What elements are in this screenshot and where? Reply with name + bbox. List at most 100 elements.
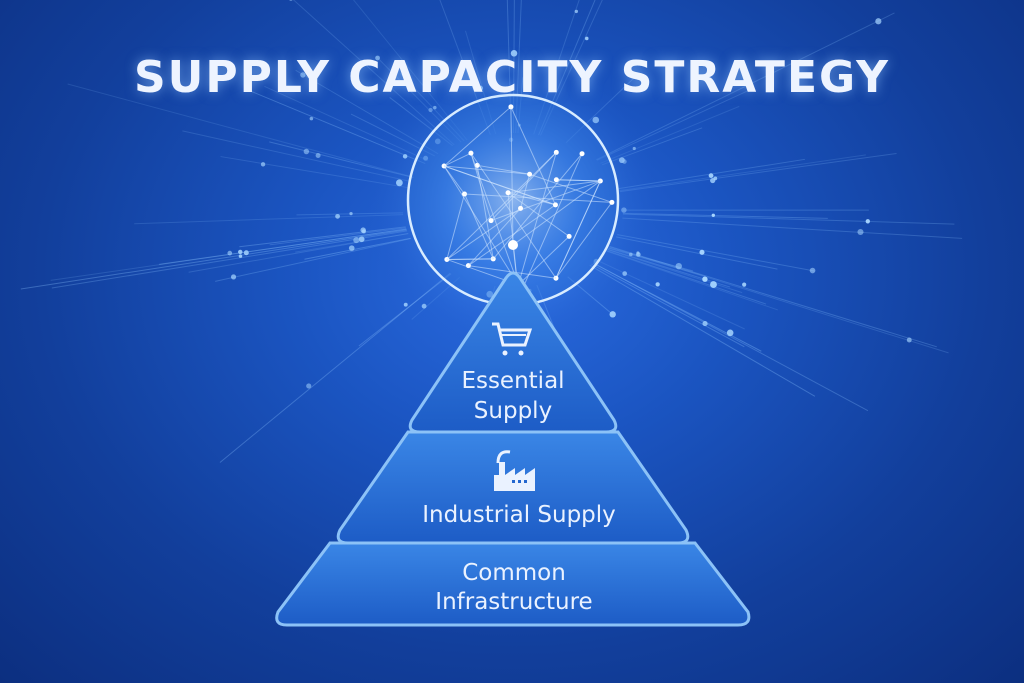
network-dot bbox=[655, 282, 660, 287]
globe-node bbox=[552, 202, 558, 208]
tier-bottom bbox=[275, 541, 751, 627]
network-dot bbox=[702, 276, 708, 282]
ray-line bbox=[622, 213, 955, 225]
ray-line bbox=[159, 228, 407, 265]
network-dot bbox=[584, 36, 589, 41]
ray-line bbox=[67, 83, 414, 178]
globe-mesh-line bbox=[477, 164, 530, 175]
globe-mesh-line bbox=[510, 106, 556, 206]
globe-mesh-line bbox=[520, 174, 531, 209]
network-dot bbox=[710, 281, 717, 288]
network-dot bbox=[306, 383, 312, 389]
network-dot bbox=[708, 173, 714, 178]
globe-mesh-line bbox=[510, 106, 514, 246]
network-dot bbox=[675, 262, 682, 270]
ray-line bbox=[134, 214, 404, 225]
network-dot bbox=[865, 219, 870, 224]
network-dot bbox=[742, 282, 747, 287]
tier-middle-label: Industrial Supply bbox=[422, 502, 616, 528]
globe-mesh-line bbox=[476, 165, 494, 260]
network-dot bbox=[243, 250, 249, 256]
globe-node bbox=[566, 233, 572, 239]
factory-icon bbox=[494, 450, 535, 491]
tier-bottom-label-line2: Infrastructure bbox=[435, 589, 592, 615]
network-dot bbox=[711, 213, 715, 217]
globe-node bbox=[527, 171, 533, 177]
network-dot bbox=[230, 274, 237, 280]
globe-mesh-line bbox=[444, 165, 530, 175]
network-dot bbox=[574, 9, 579, 14]
network-dot bbox=[857, 228, 864, 236]
page-title: SUPPLY CAPACITY STRATEGY bbox=[133, 52, 891, 103]
network-dot bbox=[358, 236, 365, 243]
network-dot bbox=[699, 249, 705, 255]
globe-mesh-line bbox=[446, 152, 557, 260]
globe-mesh-line bbox=[490, 152, 557, 221]
globe-mesh-line bbox=[470, 152, 519, 285]
globe-mesh-line bbox=[470, 152, 492, 221]
globe-mesh-line bbox=[507, 180, 601, 194]
network-dot bbox=[375, 55, 380, 61]
globe-node bbox=[488, 218, 494, 224]
ray-line bbox=[592, 262, 869, 412]
network-dot bbox=[227, 250, 233, 256]
globe-node bbox=[505, 190, 511, 196]
network-dot bbox=[906, 337, 912, 343]
ray-line bbox=[20, 229, 407, 290]
ray-line bbox=[619, 152, 897, 193]
network-dot bbox=[726, 329, 734, 337]
globe-mesh-line bbox=[490, 180, 601, 222]
network-dot bbox=[300, 72, 306, 78]
globe-mesh-line bbox=[517, 152, 557, 285]
network-dot bbox=[353, 237, 360, 244]
network-dot bbox=[238, 249, 243, 255]
globe-mesh-line bbox=[512, 180, 601, 246]
globe-node bbox=[553, 177, 559, 183]
globe-mesh-line bbox=[468, 204, 556, 267]
globe-mesh-line bbox=[443, 165, 519, 286]
ray-line bbox=[609, 246, 937, 348]
network-dot bbox=[309, 116, 314, 121]
network-dot bbox=[238, 254, 243, 258]
ray-line bbox=[51, 230, 408, 289]
globe-mesh-line bbox=[492, 153, 583, 260]
ray-line bbox=[609, 246, 949, 354]
shopping-cart-icon bbox=[492, 322, 533, 356]
tier-top bbox=[408, 271, 618, 434]
network-dot bbox=[349, 212, 353, 216]
tier-bottom-label-line1: Common bbox=[462, 560, 566, 586]
network-dot bbox=[289, 0, 293, 1]
globe-mesh-line bbox=[507, 192, 556, 206]
globe-mesh-line bbox=[467, 208, 521, 266]
globe-mesh-line bbox=[446, 193, 466, 260]
globe-node bbox=[508, 240, 518, 250]
network-dot bbox=[303, 148, 310, 155]
globe-mesh-line bbox=[446, 207, 521, 260]
network-dot bbox=[875, 18, 882, 25]
network-dot bbox=[315, 153, 321, 158]
network-dot bbox=[702, 321, 708, 327]
network-dot bbox=[348, 245, 355, 251]
tier-top-label-line2: Supply bbox=[474, 398, 552, 424]
globe-node bbox=[518, 205, 524, 211]
globe-mesh-line bbox=[518, 153, 583, 298]
globe-icon bbox=[406, 93, 620, 307]
globe-mesh-line bbox=[443, 165, 556, 206]
network-dot bbox=[360, 227, 366, 233]
network-dot bbox=[809, 267, 816, 274]
globe-mesh-line bbox=[555, 180, 601, 279]
globe-mesh-line bbox=[443, 106, 512, 167]
network-dot bbox=[335, 213, 340, 219]
globe-node bbox=[579, 151, 585, 157]
tier-top-label-line1: Essential bbox=[461, 368, 564, 394]
globe-mesh-line bbox=[555, 202, 613, 279]
globe-mesh-line bbox=[556, 179, 601, 182]
globe-mesh-line bbox=[443, 152, 472, 167]
network-dot bbox=[710, 177, 716, 184]
ray-line bbox=[622, 217, 963, 239]
globe-mesh-line bbox=[446, 258, 494, 260]
globe-node bbox=[609, 199, 615, 205]
globe-node bbox=[468, 150, 474, 156]
network-dot bbox=[260, 162, 266, 167]
